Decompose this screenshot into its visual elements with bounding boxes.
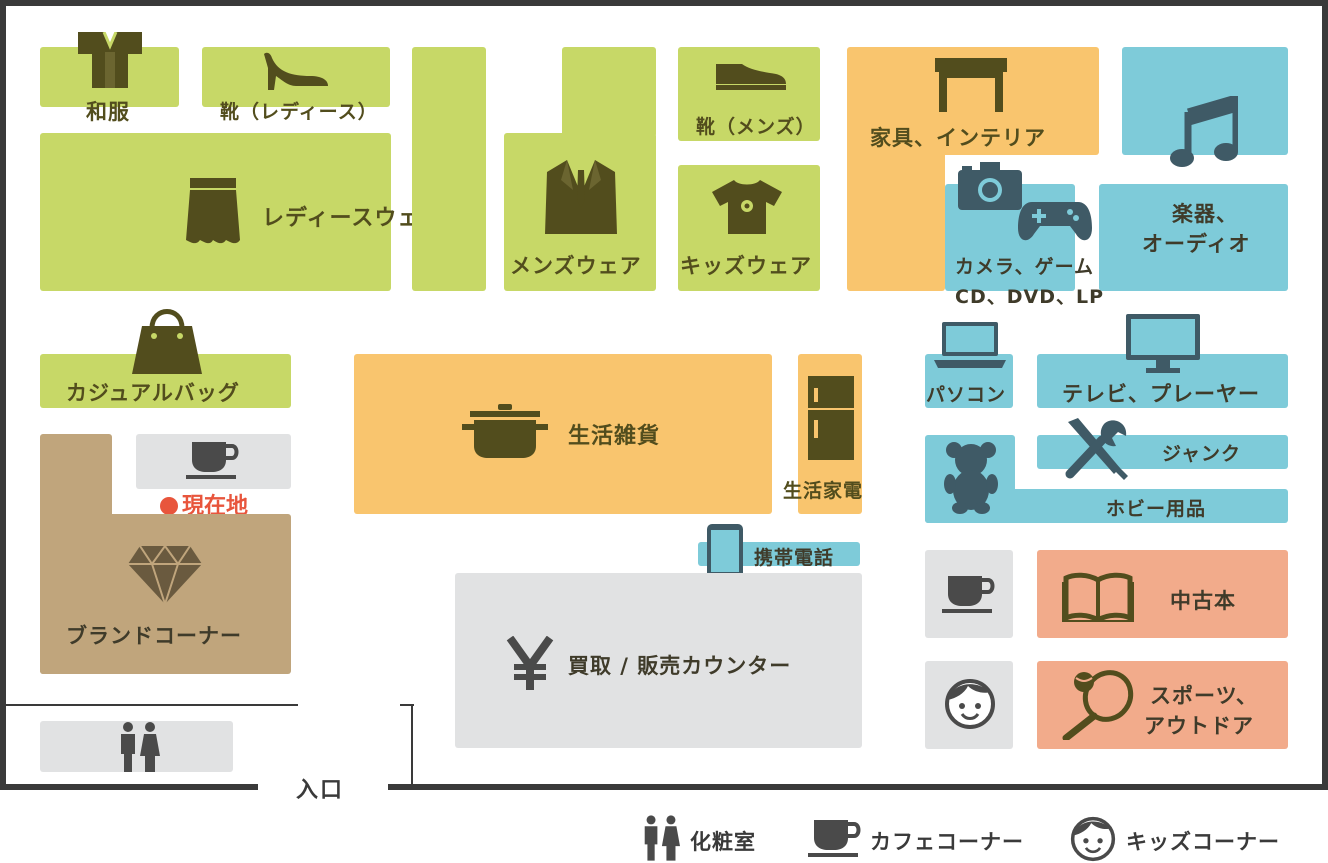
area-fashion-aisle xyxy=(412,47,486,291)
coffee-cup-icon xyxy=(186,442,239,479)
outer-wall xyxy=(0,0,6,790)
area-daily-goods[interactable] xyxy=(354,354,772,514)
smartphone-icon xyxy=(707,524,743,584)
legend-cafe: カフェコーナー xyxy=(870,830,1024,854)
area-label-tv: テレビ、プレーヤー xyxy=(1062,382,1260,406)
kimono-icon xyxy=(78,32,142,88)
current-location-dot xyxy=(160,497,178,515)
restroom-icon xyxy=(644,815,680,861)
area-label-instruments-1: 楽器、 xyxy=(1172,202,1238,226)
diamond-icon xyxy=(128,546,202,604)
area-used-books[interactable] xyxy=(1037,550,1288,638)
area-label-mens-wear: メンズウェア xyxy=(510,254,642,278)
area-shoes-mens[interactable] xyxy=(678,47,820,141)
area-label-pc: パソコン xyxy=(926,384,1007,406)
handbag-icon xyxy=(132,309,202,374)
kid-face-icon xyxy=(945,679,995,729)
area-label-used-books: 中古本 xyxy=(1170,589,1236,613)
fridge-icon xyxy=(808,376,854,460)
area-label-counter: 買取 / 販売カウンター xyxy=(568,654,792,678)
area-instruments-upper[interactable] xyxy=(1122,47,1288,155)
table-icon xyxy=(935,58,1007,112)
racket-icon xyxy=(1062,670,1134,740)
area-mens-wear-upper[interactable] xyxy=(562,47,656,137)
area-label-hobby: ホビー用品 xyxy=(1106,498,1207,520)
area-label-daily-goods: 生活雑貨 xyxy=(568,424,661,449)
area-label-brand: ブランドコーナー xyxy=(66,624,242,648)
camera-icon xyxy=(958,162,1022,210)
gamepad-icon xyxy=(1018,202,1092,241)
inner-wall xyxy=(6,704,298,706)
laptop-icon xyxy=(934,322,1006,368)
legend-restroom: 化粧室 xyxy=(690,830,756,854)
area-label-kids-wear: キッズウェア xyxy=(680,254,812,278)
restroom-area[interactable] xyxy=(40,721,233,772)
kid-face-icon xyxy=(1070,816,1116,862)
pot-icon xyxy=(462,404,548,458)
area-label-sports-2: アウトドア xyxy=(1144,714,1254,738)
area-label-junk: ジャンク xyxy=(1162,443,1242,465)
area-label-mobile: 携帯電話 xyxy=(754,547,835,569)
skirt-icon xyxy=(186,178,240,244)
entrance-label: 入口 xyxy=(296,778,345,803)
tshirt-icon xyxy=(712,180,782,234)
inner-wall xyxy=(400,704,414,706)
music-note-icon xyxy=(1170,96,1238,167)
area-label-wafuku: 和服 xyxy=(86,100,130,124)
coffee-cup-icon xyxy=(942,576,995,613)
book-icon xyxy=(1062,572,1134,622)
area-label-instruments-2: オーディオ xyxy=(1142,232,1251,256)
area-label-casual-bag: カジュアルバッグ xyxy=(66,381,240,405)
outer-wall xyxy=(0,0,1328,6)
area-label-shoes-mens: 靴（メンズ） xyxy=(696,116,816,138)
coffee-cup-icon xyxy=(808,820,861,857)
area-furniture-lower[interactable] xyxy=(847,140,945,291)
area-instruments[interactable] xyxy=(1099,184,1288,291)
outer-wall xyxy=(0,784,258,790)
outer-wall xyxy=(388,784,1328,790)
area-label-appliances: 生活家電 xyxy=(783,480,864,502)
monitor-icon xyxy=(1126,314,1200,373)
tools-icon xyxy=(1065,418,1128,480)
area-label-camera-game-2: CD、DVD、LP xyxy=(955,286,1104,308)
suit-icon xyxy=(545,160,617,234)
yen-icon xyxy=(506,636,554,690)
mens-shoe-icon xyxy=(716,64,786,90)
restroom-icon xyxy=(121,722,160,772)
area-label-sports-1: スポーツ、 xyxy=(1150,684,1258,708)
area-label-furniture: 家具、インテリア xyxy=(870,126,1046,150)
floor-map xyxy=(0,0,1328,790)
legend-kids: キッズコーナー xyxy=(1126,830,1280,854)
teddy-bear-icon xyxy=(944,442,998,514)
outer-wall xyxy=(1322,0,1328,790)
area-label-camera-game-1: カメラ、ゲーム xyxy=(955,256,1095,278)
high-heel-icon xyxy=(264,52,328,90)
area-label-shoes-ladies: 靴（レディース） xyxy=(220,101,378,123)
inner-wall xyxy=(411,704,413,786)
